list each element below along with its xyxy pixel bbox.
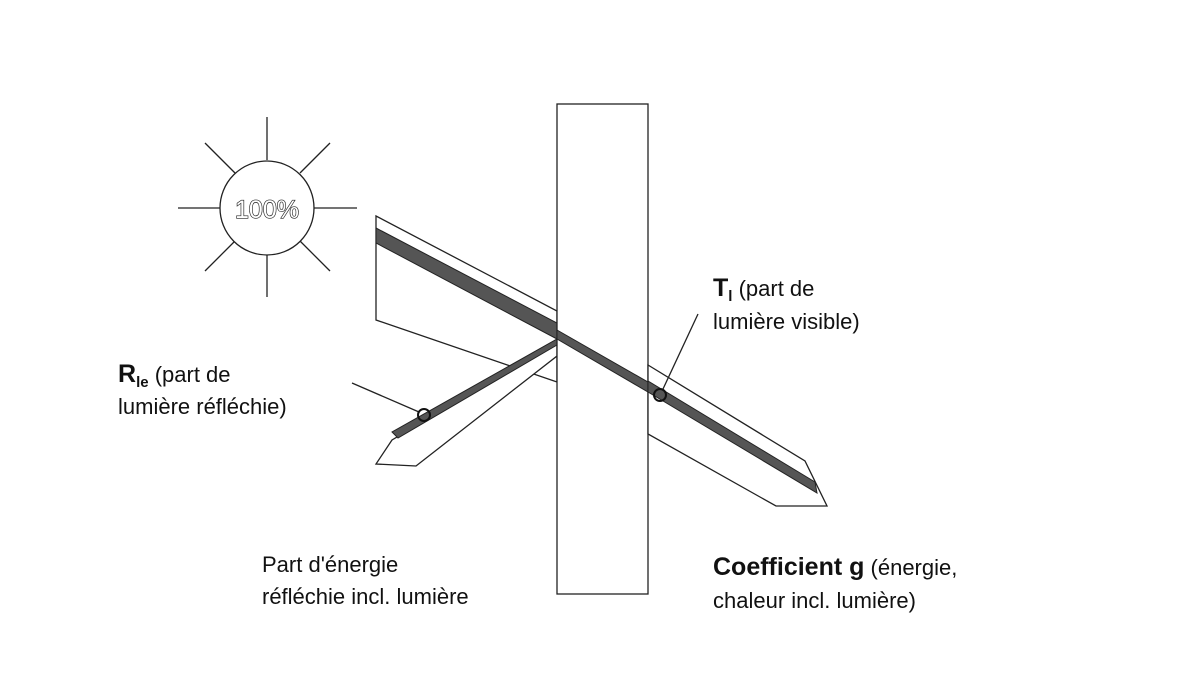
g-coefficient-label: Coefficient g (énergie, chaleur incl. lu…: [713, 553, 957, 613]
g-coefficient-title: Coefficient g: [713, 553, 864, 581]
transmitted-light-symbol: T: [713, 274, 728, 302]
transmitted-light-subscript: l: [728, 288, 732, 305]
svg-text:Coefficient g (énergie,: Coefficient g (énergie,: [713, 553, 957, 581]
reflected-light-subscript: le: [136, 374, 149, 391]
svg-text:Rle (part de: Rle (part de: [118, 360, 231, 391]
reflected-light-symbol: R: [118, 360, 136, 388]
reflected-light-line1: (part de: [149, 362, 231, 387]
reflected-light-line2: lumière réfléchie): [118, 394, 287, 419]
g-coefficient-line2: chaleur incl. lumière): [713, 588, 916, 613]
transmitted-light-marker: [653, 388, 667, 402]
svg-text:Tl (part de: Tl (part de: [713, 274, 814, 305]
transmitted-light-label: Tl (part de lumière visible): [713, 274, 860, 334]
transmitted-light-band: [647, 380, 818, 494]
reflected-light-leader: [351, 382, 420, 413]
reflected-energy-label: Part d'énergie réfléchie incl. lumière: [262, 552, 469, 609]
reflected-energy-line2: réfléchie incl. lumière: [262, 584, 469, 609]
transmitted-light-line1: (part de: [732, 276, 814, 301]
reflected-light-marker: [417, 408, 431, 422]
transmitted-light-leader: [662, 313, 699, 390]
sun-label: 100%: [235, 196, 299, 224]
reflected-energy-line1: Part d'énergie: [262, 552, 398, 577]
sun-icon: 100%: [178, 117, 357, 297]
glass-pane: [556, 103, 649, 595]
transmitted-light-line2: lumière visible): [713, 309, 860, 334]
sun-disc: [219, 160, 315, 256]
reflected-light-label: Rle (part de lumière réfléchie): [118, 360, 287, 419]
g-coefficient-line1: (énergie,: [864, 555, 957, 580]
